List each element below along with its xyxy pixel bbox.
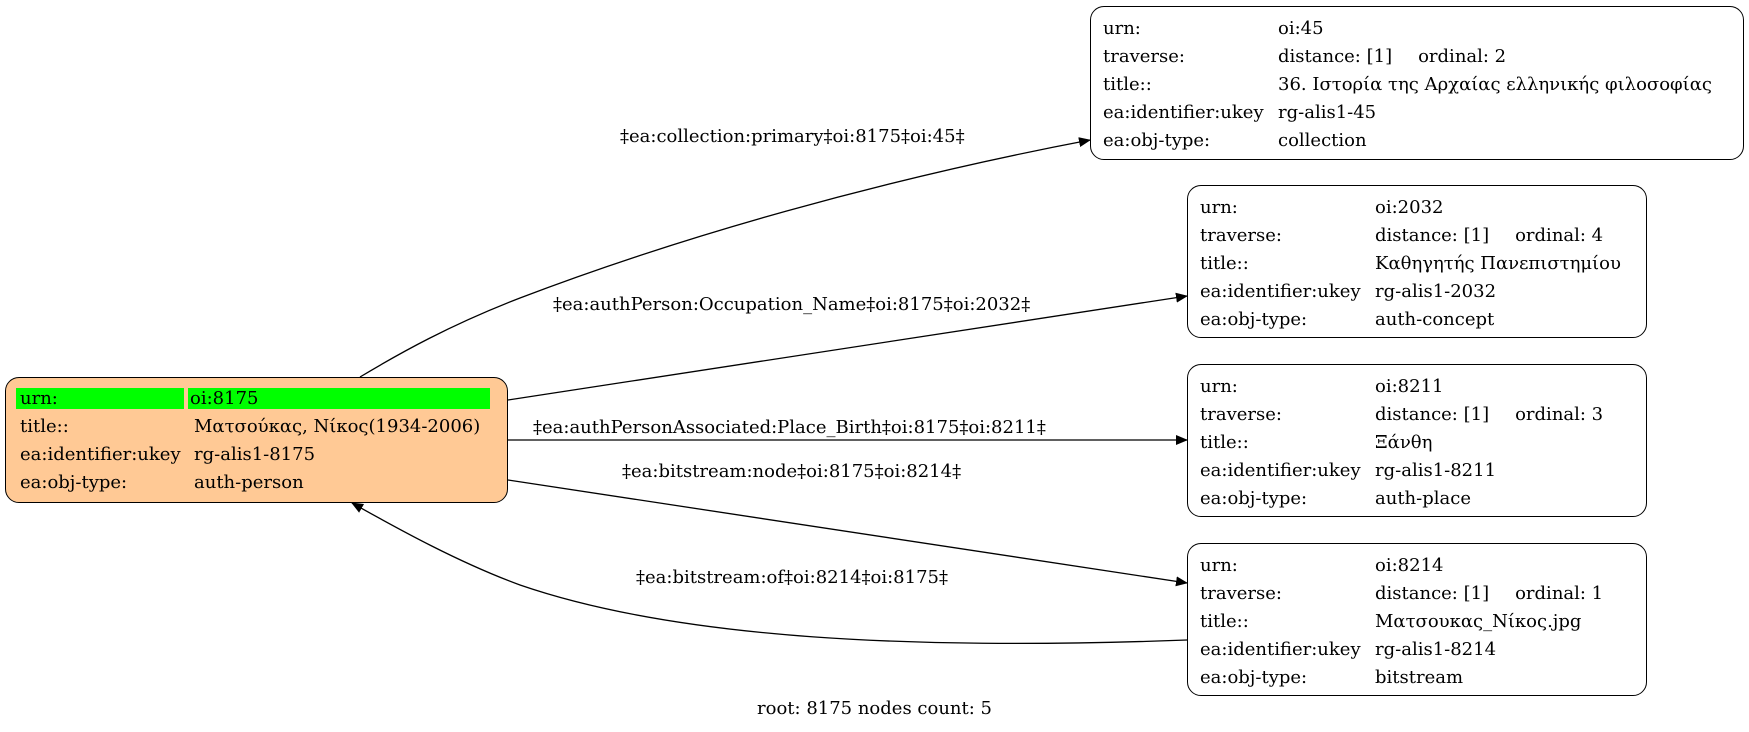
ukey-key: ea:identifier:ukey: [1200, 638, 1361, 660]
urn-value: oi:8211: [1375, 375, 1444, 397]
urn-key: urn:: [1200, 196, 1238, 218]
node-row-traverse: traverse: distance: [1] ordinal: 2: [1103, 42, 1731, 70]
urn-value: oi:8214: [1375, 554, 1444, 576]
node-row-type: ea:obj-type: auth-concept: [1200, 305, 1634, 333]
distance-value: distance: [1]: [1278, 45, 1393, 67]
node-row-title: title:: 36. Ιστορία της Αρχαίας ελληνική…: [1103, 70, 1731, 98]
title-key: title::: [1200, 610, 1249, 632]
type-value: auth-concept: [1375, 308, 1495, 330]
traverse-key: traverse:: [1200, 224, 1282, 246]
type-key: ea:obj-type:: [1200, 487, 1308, 509]
title-key: title::: [1200, 252, 1249, 274]
ukey-value: rg-alis1-8211: [1375, 459, 1497, 481]
edge-label-bitstream-of: ‡ea:bitstream:of‡oi:8214‡oi:8175‡: [636, 567, 948, 588]
edge-label-collection-primary: ‡ea:collection:primary‡oi:8175‡oi:45‡: [620, 126, 965, 147]
ordinal-value: ordinal: 2: [1418, 45, 1507, 67]
node-row-title: title:: Ματσουκας_Νίκος.jpg: [1200, 607, 1634, 635]
node-row-urn: urn: oi:8211: [1200, 372, 1634, 400]
root-row-type: ea:obj-type: auth-person: [16, 468, 497, 496]
title-value: Καθηγητής Πανεπιστημίου: [1375, 252, 1621, 274]
traverse-value: distance: [1] ordinal: 1: [1375, 583, 1603, 604]
root-node[interactable]: urn: oi:8175 title:: Ματσούκας, Νίκος(19…: [5, 377, 508, 503]
type-key: ea:obj-type:: [1103, 129, 1211, 151]
traverse-value: distance: [1] ordinal: 4: [1375, 225, 1603, 246]
node-row-title: title:: Ξάνθη: [1200, 428, 1634, 456]
ukey-value: rg-alis1-8214: [1375, 638, 1497, 660]
edge-label-occupation-name: ‡ea:authPerson:Occupation_Name‡oi:8175‡o…: [553, 294, 1031, 315]
root-urn-key: urn:: [16, 387, 184, 409]
edge-label-bitstream-node: ‡ea:bitstream:node‡oi:8175‡oi:8214‡: [622, 461, 962, 482]
edge-label-place-birth: ‡ea:authPersonAssociated:Place_Birth‡oi:…: [533, 417, 1046, 438]
traverse-key: traverse:: [1200, 582, 1282, 604]
ukey-value: rg-alis1-45: [1278, 101, 1377, 123]
type-key: ea:obj-type:: [1200, 666, 1308, 688]
distance-value: distance: [1]: [1375, 403, 1490, 425]
ukey-key: ea:identifier:ukey: [1200, 459, 1361, 481]
node-row-traverse: traverse: distance: [1] ordinal: 4: [1200, 221, 1634, 249]
edge-bitstream-of: [351, 502, 1188, 645]
node-row-urn: urn: oi:2032: [1200, 193, 1634, 221]
urn-value: oi:2032: [1375, 196, 1444, 218]
node-row-type: ea:obj-type: bitstream: [1200, 663, 1634, 691]
ukey-key: ea:identifier:ukey: [1200, 280, 1361, 302]
node-oi-8211[interactable]: urn: oi:8211 traverse: distance: [1] ordi…: [1187, 364, 1647, 517]
traverse-value: distance: [1] ordinal: 3: [1375, 404, 1603, 425]
title-key: title::: [1103, 73, 1152, 95]
node-row-type: ea:obj-type: collection: [1103, 126, 1731, 154]
node-row-traverse: traverse: distance: [1] ordinal: 3: [1200, 400, 1634, 428]
type-value: auth-place: [1375, 487, 1471, 509]
node-row-title: title:: Καθηγητής Πανεπιστημίου: [1200, 249, 1634, 277]
distance-value: distance: [1]: [1375, 224, 1490, 246]
ukey-key: ea:identifier:ukey: [1103, 101, 1264, 123]
node-oi-2032[interactable]: urn: oi:2032 traverse: distance: [1] ordi…: [1187, 185, 1647, 338]
edge-bitstream-node: [507, 479, 1188, 587]
root-ukey-key: ea:identifier:ukey: [20, 443, 181, 465]
node-oi-45[interactable]: urn: oi:45 traverse: distance: [1] ordina…: [1090, 6, 1744, 160]
urn-key: urn:: [1200, 375, 1238, 397]
root-type-value: auth-person: [194, 471, 304, 493]
traverse-key: traverse:: [1200, 403, 1282, 425]
root-urn-value: oi:8175: [188, 387, 490, 409]
node-row-traverse: traverse: distance: [1] ordinal: 1: [1200, 579, 1634, 607]
node-row-urn: urn: oi:45: [1103, 14, 1731, 42]
urn-key: urn:: [1103, 17, 1141, 39]
root-row-urn: urn: oi:8175: [16, 384, 497, 412]
type-key: ea:obj-type:: [1200, 308, 1308, 330]
edge-occupation-name: [507, 292, 1188, 401]
title-key: title::: [1200, 431, 1249, 453]
title-value: Ξάνθη: [1375, 431, 1433, 453]
node-row-ukey: ea:identifier:ukey rg-alis1-45: [1103, 98, 1731, 126]
node-row-ukey: ea:identifier:ukey rg-alis1-8214: [1200, 635, 1634, 663]
root-title-key: title::: [20, 415, 69, 437]
distance-value: distance: [1]: [1375, 582, 1490, 604]
traverse-value: distance: [1] ordinal: 2: [1278, 46, 1506, 67]
ordinal-value: ordinal: 1: [1515, 582, 1604, 604]
root-type-key: ea:obj-type:: [20, 471, 128, 493]
node-row-type: ea:obj-type: auth-place: [1200, 484, 1634, 512]
node-row-urn: urn: oi:8214: [1200, 551, 1634, 579]
node-row-ukey: ea:identifier:ukey rg-alis1-2032: [1200, 277, 1634, 305]
root-ukey-value: rg-alis1-8175: [194, 443, 316, 465]
root-row-ukey: ea:identifier:ukey rg-alis1-8175: [16, 440, 497, 468]
ukey-value: rg-alis1-2032: [1375, 280, 1497, 302]
title-value: Ματσουκας_Νίκος.jpg: [1375, 610, 1582, 632]
ordinal-value: ordinal: 3: [1515, 403, 1604, 425]
root-row-title: title:: Ματσούκας, Νίκος(1934-2006): [16, 412, 497, 440]
traverse-key: traverse:: [1103, 45, 1185, 67]
root-title-value: Ματσούκας, Νίκος(1934-2006): [194, 415, 481, 437]
type-value: collection: [1278, 129, 1367, 151]
urn-key: urn:: [1200, 554, 1238, 576]
ordinal-value: ordinal: 4: [1515, 224, 1604, 246]
urn-value: oi:45: [1278, 17, 1324, 39]
title-value: 36. Ιστορία της Αρχαίας ελληνικής φιλοσο…: [1278, 73, 1712, 95]
node-row-ukey: ea:identifier:ukey rg-alis1-8211: [1200, 456, 1634, 484]
node-oi-8214[interactable]: urn: oi:8214 traverse: distance: [1] ordi…: [1187, 543, 1647, 696]
graph-caption: root: 8175 nodes count: 5: [757, 698, 992, 719]
edge-collection-primary: [359, 137, 1091, 378]
type-value: bitstream: [1375, 666, 1464, 688]
